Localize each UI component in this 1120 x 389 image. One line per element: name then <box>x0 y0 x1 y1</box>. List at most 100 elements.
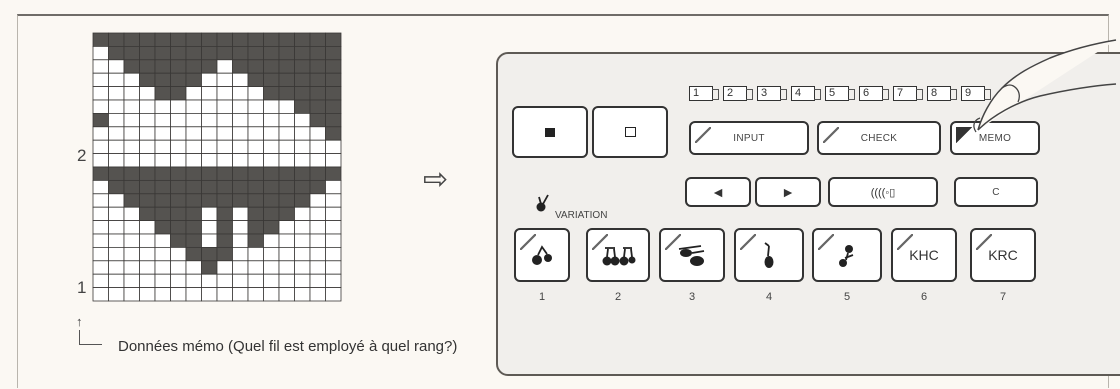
grid-cell-empty <box>170 139 187 154</box>
variation-key-5[interactable] <box>812 228 882 282</box>
grid-cell-empty <box>123 86 140 101</box>
grid-cell-empty <box>247 287 264 302</box>
number-box-4: 4 <box>791 86 821 101</box>
variation-key-3[interactable] <box>659 228 725 282</box>
grid-cell-empty <box>185 153 202 168</box>
grid-cell-empty <box>263 153 280 168</box>
grid-cell-filled <box>154 166 171 181</box>
grid-cell-filled <box>216 32 233 47</box>
left-arrow-key[interactable]: ◄ <box>685 177 751 207</box>
input-key[interactable]: INPUT <box>689 121 809 155</box>
black-square-key[interactable] <box>512 106 588 158</box>
right-arrow-key[interactable]: ► <box>755 177 821 207</box>
grid-cell-empty <box>247 139 264 154</box>
grid-cell-empty <box>92 260 109 275</box>
grid-cell-empty <box>232 233 249 248</box>
grid-cell-empty <box>294 139 311 154</box>
sound-key[interactable]: ((((◦▯ <box>828 177 938 207</box>
key-number-7: 7 <box>999 291 1007 303</box>
grid-cell-empty <box>123 260 140 275</box>
grid-cell-empty <box>278 273 295 288</box>
grid-cell-filled <box>294 86 311 101</box>
sound-icon: ((((◦▯ <box>870 186 896 199</box>
grid-cell-empty <box>309 260 326 275</box>
grid-cell-filled <box>278 72 295 88</box>
grid-cell-filled <box>263 220 280 235</box>
grid-cell-filled <box>170 59 187 74</box>
grid-cell-filled <box>325 166 342 181</box>
grid-cell-empty <box>247 86 264 101</box>
grid-cell-filled <box>185 179 202 195</box>
grid-cell-empty <box>309 126 326 141</box>
grid-cell-filled <box>216 193 233 208</box>
white-square-key[interactable] <box>592 106 668 158</box>
grid-cell-empty <box>294 206 311 221</box>
grid-cell-empty <box>201 273 218 288</box>
grid-cell-empty <box>123 273 140 288</box>
grid-cell-empty <box>294 220 311 235</box>
grid-cell-filled <box>139 206 156 221</box>
key-number-2: 2 <box>614 291 622 303</box>
clear-key[interactable]: C <box>954 177 1038 207</box>
variation-key-1[interactable] <box>514 228 570 282</box>
grid-cell-empty <box>232 126 249 141</box>
grid-cell-empty <box>139 273 156 288</box>
number-box-5: 5 <box>825 86 855 101</box>
grid-cell-empty <box>216 153 233 168</box>
grid-cell-filled <box>92 166 109 181</box>
grid-cell-empty <box>325 193 342 208</box>
grid-cell-empty <box>123 113 140 128</box>
grid-cell-empty <box>92 139 109 154</box>
krc-key[interactable]: KRC <box>970 228 1036 282</box>
grid-cell-filled <box>154 32 171 47</box>
check-key[interactable]: CHECK <box>817 121 941 155</box>
grid-cell-filled <box>154 206 171 221</box>
grid-cell-empty <box>139 99 156 114</box>
grid-cell-filled <box>294 99 311 114</box>
grid-cell-empty <box>92 153 109 168</box>
variation-3-icon <box>678 245 705 266</box>
grid-cell-empty <box>108 59 125 74</box>
grid-cell-empty <box>278 126 295 141</box>
grid-cell-filled <box>154 220 171 235</box>
grid-cell-empty <box>309 193 326 208</box>
grid-cell-filled <box>201 59 218 74</box>
grid-cell-filled <box>170 193 187 208</box>
grid-cell-empty <box>108 153 125 168</box>
grid-cell-empty <box>108 86 125 101</box>
grid-cell-filled <box>294 32 311 47</box>
grid-cell-empty <box>154 126 171 141</box>
grid-cell-empty <box>92 59 109 74</box>
grid-cell-empty <box>185 113 202 128</box>
grid-cell-empty <box>201 287 218 302</box>
grid-cell-empty <box>278 246 295 262</box>
grid-cell-empty <box>201 113 218 128</box>
grid-cell-empty <box>294 287 311 302</box>
key-number-1: 1 <box>538 291 546 303</box>
control-panel: 1 2 3 4 5 6 7 8 9 INPUT CHECK MEMO <box>496 52 1120 376</box>
memo-key[interactable]: MEMO <box>950 121 1040 155</box>
grid-cell-empty <box>108 193 125 208</box>
pointing-hand-icon <box>973 39 1117 133</box>
grid-cell-empty <box>247 246 264 262</box>
grid-cell-empty <box>123 153 140 168</box>
grid-cell-empty <box>92 45 109 61</box>
grid-cell-empty <box>201 153 218 168</box>
grid-cell-filled <box>201 166 218 181</box>
grid-cell-empty <box>263 99 280 114</box>
khc-key[interactable]: KHC <box>891 228 957 282</box>
grid-cell-empty <box>309 220 326 235</box>
grid-cell-empty <box>247 273 264 288</box>
row-label-2: 2 <box>77 146 87 165</box>
grid-cell-empty <box>123 126 140 141</box>
grid-cell-empty <box>216 139 233 154</box>
grid-cell-empty <box>92 287 109 302</box>
grid-cell-filled <box>263 166 280 181</box>
variation-key-2[interactable] <box>586 228 650 282</box>
grid-cell-empty <box>201 206 218 221</box>
variation-key-4[interactable] <box>734 228 804 282</box>
slash-mark <box>897 234 913 250</box>
grid-cell-filled <box>232 166 249 181</box>
grid-cell-filled <box>170 179 187 195</box>
grid-cell-filled <box>263 206 280 221</box>
